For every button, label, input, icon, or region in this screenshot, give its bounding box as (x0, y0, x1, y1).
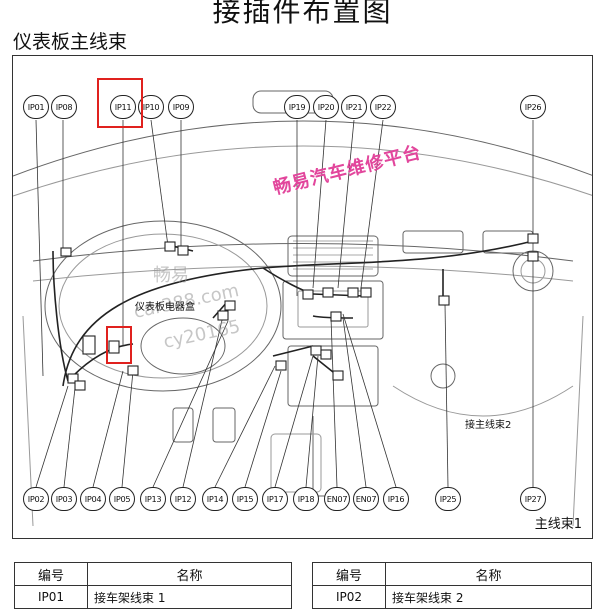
column-header-name: 名称 (385, 562, 592, 586)
connector-mark (74, 380, 86, 391)
connector-mark (224, 300, 236, 311)
callout-ip21: IP21 (341, 95, 367, 119)
frame-caption: 主线束1 (534, 517, 582, 532)
connector-mark (67, 373, 79, 384)
connector-layout-diagram: 畅易 car388.com cy20165 畅易汽车维修平台 仪表板电器盒 接主… (12, 55, 593, 539)
dashboard-line-drawing (13, 90, 592, 527)
cell-name: 接车架线束 2 (385, 585, 592, 609)
callout-ip14: IP14 (202, 487, 228, 511)
callout-ip02: IP02 (23, 487, 49, 511)
callout-ip17: IP17 (262, 487, 288, 511)
faint-watermark-1: 畅易 (153, 265, 189, 286)
table-row: IP02 接车架线束 2 (312, 585, 592, 609)
connector-mark (320, 349, 332, 360)
dashboard-top (32, 243, 574, 262)
connector-mark (527, 233, 539, 244)
callout-ip01: IP01 (23, 95, 49, 119)
connector-mark (127, 365, 139, 376)
callout-ip03: IP03 (51, 487, 77, 511)
callout-ip13: IP13 (140, 487, 166, 511)
connector-mark (177, 245, 189, 256)
callout-ip27: IP27 (520, 487, 546, 511)
connector-mark (330, 311, 342, 322)
connector-mark (310, 345, 322, 356)
steering-wheel (44, 220, 282, 392)
column-header-name: 名称 (87, 562, 292, 586)
callout-ip18: IP18 (293, 487, 319, 511)
connector-table-right: 编号 名称 IP02 接车架线束 2 (312, 562, 592, 609)
callout-ip11: IP11 (110, 95, 136, 119)
callout-ip12: IP12 (170, 487, 196, 511)
column-header-code: 编号 (312, 562, 386, 586)
main-harness-2-label: 接主线束2 (465, 420, 512, 431)
connector-mark (302, 289, 314, 300)
callout-ip26: IP26 (520, 95, 546, 119)
connector-mark (82, 335, 96, 355)
center-vent (287, 235, 379, 277)
fuse-box-label: 仪表板电器盒 (135, 302, 195, 313)
callout-ip09: IP09 (168, 95, 194, 119)
connector-mark (360, 287, 372, 298)
connector-mark (275, 360, 287, 371)
table-row: IP01 接车架线束 1 (14, 585, 292, 609)
connector-table-left: 编号 名称 IP01 接车架线束 1 (14, 562, 292, 609)
callout-ip08: IP08 (51, 95, 77, 119)
page-title: 接插件布置图 (212, 0, 393, 28)
callout-ip22: IP22 (370, 95, 396, 119)
connector-mark (60, 247, 72, 257)
windshield-outline (13, 120, 592, 177)
connector-mark (108, 340, 120, 354)
callout-ip04: IP04 (80, 487, 106, 511)
connector-mark (332, 370, 344, 381)
cell-code: IP02 (312, 585, 386, 609)
gear-shifter (298, 416, 328, 497)
connector-mark (438, 295, 450, 306)
callout-ip19: IP19 (284, 95, 310, 119)
cell-code: IP01 (14, 585, 88, 609)
callout-ip16: IP16 (383, 487, 409, 511)
connector-mark (322, 287, 334, 298)
connector-mark (164, 241, 176, 252)
connector-mark (347, 287, 359, 298)
connector-mark (527, 251, 539, 262)
callout-ip15: IP15 (232, 487, 258, 511)
callout-ip25: IP25 (435, 487, 461, 511)
column-header-code: 编号 (14, 562, 88, 586)
callout-ip05: IP05 (109, 487, 135, 511)
cell-name: 接车架线束 1 (87, 585, 292, 609)
callout-en07-a: EN07 (324, 487, 350, 511)
highlight-box-ip11 (97, 78, 143, 128)
connector-mark (217, 310, 229, 321)
callout-ip20: IP20 (313, 95, 339, 119)
callout-en07-b: EN07 (353, 487, 379, 511)
highlight-box-connector (106, 326, 132, 364)
section-title: 仪表板主线束 (13, 31, 128, 53)
